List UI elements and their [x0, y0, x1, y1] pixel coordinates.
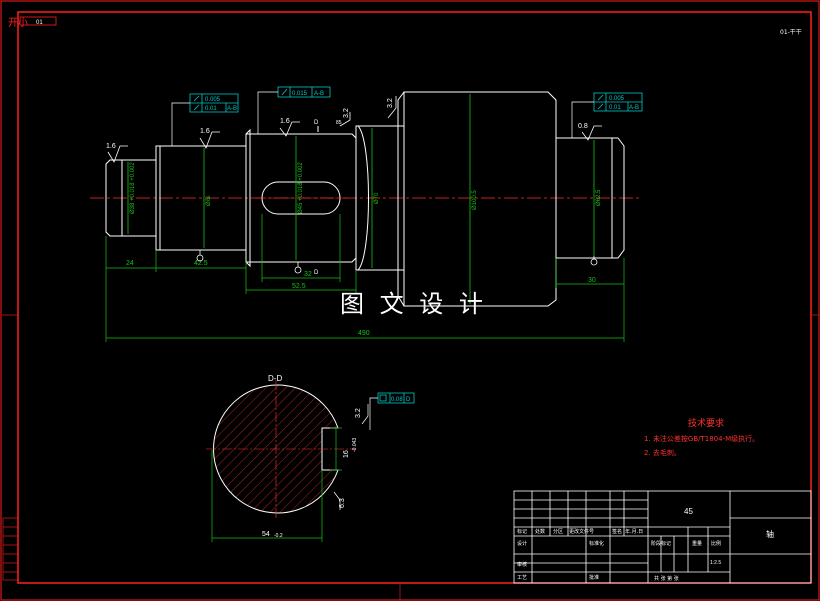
section-title: D-D: [268, 374, 282, 383]
tb-material: 45: [684, 507, 693, 516]
ra-9: 85: [336, 120, 342, 126]
dim-keyway: 52.5: [292, 283, 306, 290]
dim-d-main: Ø100.5: [472, 190, 478, 210]
left-side-blocks: [2, 517, 19, 581]
dim-right: 30: [588, 277, 596, 284]
length-labels: 490 24 42.5 52.5 32 30: [126, 260, 596, 337]
ra-4: 3.2: [343, 108, 350, 118]
code-box: [19, 16, 57, 26]
section-mark-top: D: [314, 120, 319, 126]
tech-req-title: 技术要求: [688, 417, 724, 429]
tol1-b: 0.01: [205, 106, 217, 112]
dim-key-pos: 32: [304, 271, 312, 278]
section-ra-7-symbol: [361, 404, 369, 425]
tolerance-symbols: [193, 88, 604, 402]
tb-h-design: 设计: [517, 540, 527, 547]
section-depth: 16: [343, 450, 350, 458]
diameter-dims: [127, 94, 595, 304]
tolerance-texts: 0.005 0.01 A-B 0.015 A-B 0.005 0.01 A-B …: [205, 91, 639, 403]
tb-h-std: 标准化: [589, 540, 604, 547]
tb-h-weight: 重量: [692, 540, 702, 547]
tol3-b: 0.01: [609, 105, 621, 111]
shaft-outline: [105, 91, 625, 307]
tb-h-count: 处数: [535, 528, 545, 535]
section-ra-8: 6.3: [339, 498, 346, 508]
tb-h-sign: 签名: [612, 528, 622, 535]
tb-h-process: 工艺: [517, 575, 527, 581]
dim-d-key: Ø45 +0.018 +0.002: [298, 162, 304, 214]
title-block: [513, 490, 812, 584]
dim-d1: Øδε: [206, 195, 212, 206]
tb-h-mark: 标记: [517, 528, 527, 535]
ra-6: 0.8: [578, 123, 588, 130]
section-mark-bottom: D: [314, 270, 319, 276]
dim-d-right: Ø62.5: [596, 189, 602, 206]
tol4-a: 0.08: [391, 397, 403, 403]
code-text-2: 01: [36, 20, 43, 26]
section-dims: [211, 427, 342, 542]
length-dims: [105, 214, 625, 342]
tol3-a: 0.005: [609, 96, 625, 102]
tb-scale: 1:2.5: [710, 560, 721, 566]
ra-2: 1.6: [200, 128, 210, 135]
tb-h-approve: 批准: [589, 574, 599, 581]
tb-h-check: 审核: [517, 561, 527, 568]
section-ra-8-symbol: [333, 491, 341, 510]
tol1-c: A-B: [227, 106, 237, 112]
dim-left-step: 24: [126, 260, 134, 267]
section-width: 54: [262, 531, 270, 538]
section-depth-tol: -0.043: [352, 438, 358, 452]
dim-seg1: 42.5: [194, 260, 208, 267]
diameter-labels: Ø38 +0.018 +0.002 Øδε Ø45 +0.018 +0.002 …: [130, 162, 602, 214]
ra-1: 1.6: [106, 143, 116, 150]
dim-overall: 490: [358, 330, 370, 337]
roughness-labels: 1.6 1.6 1.6 3.2 3.2 0.8 85: [106, 98, 588, 150]
tb-h-stage: 阶段标记: [651, 540, 671, 547]
section-width-tol: -0.2: [274, 533, 283, 539]
tb-h-date: 年.月.日: [625, 528, 643, 535]
tolerance-leaders: [171, 91, 594, 430]
tol3-c: A-B: [629, 105, 639, 111]
tol1-a: 0.005: [205, 97, 221, 103]
ra-3: 1.6: [280, 118, 290, 125]
tech-req-line2: 2. 去毛刺。: [644, 448, 681, 457]
tb-h-docno: 更改文件号: [569, 528, 594, 535]
tb-part-name: 轴: [766, 529, 774, 539]
tol4-b: D: [406, 397, 411, 403]
watermark: 图 文 设 计: [340, 290, 487, 318]
section-ra-7: 3.2: [355, 408, 362, 418]
code-text: 开小: [8, 17, 28, 29]
top-right-mark: 01-干干: [780, 29, 802, 36]
ra-5: 3.2: [387, 98, 394, 108]
tol2-a: 0.015: [292, 91, 308, 97]
title-block-texts: 45 轴 1:2.5 标记 处数 分区 更改文件号 签名 年.月.日 设计 标准…: [517, 507, 774, 582]
tech-req-line1: 1. 未注公差按GB/T1804-M级执行。: [644, 434, 759, 443]
dim-d3: Ø70: [374, 192, 380, 204]
datum-symbols: [196, 250, 598, 274]
tb-h-zone: 分区: [553, 528, 563, 535]
tb-h-sheets: 共 张 第 张: [654, 575, 679, 582]
inner-border: [17, 11, 812, 584]
tol2-b: A-B: [314, 91, 324, 97]
dim-d-left: Ø38 +0.018 +0.002: [130, 162, 136, 214]
tb-h-ratio: 比例: [711, 540, 721, 547]
roughness-symbols: [107, 96, 602, 163]
